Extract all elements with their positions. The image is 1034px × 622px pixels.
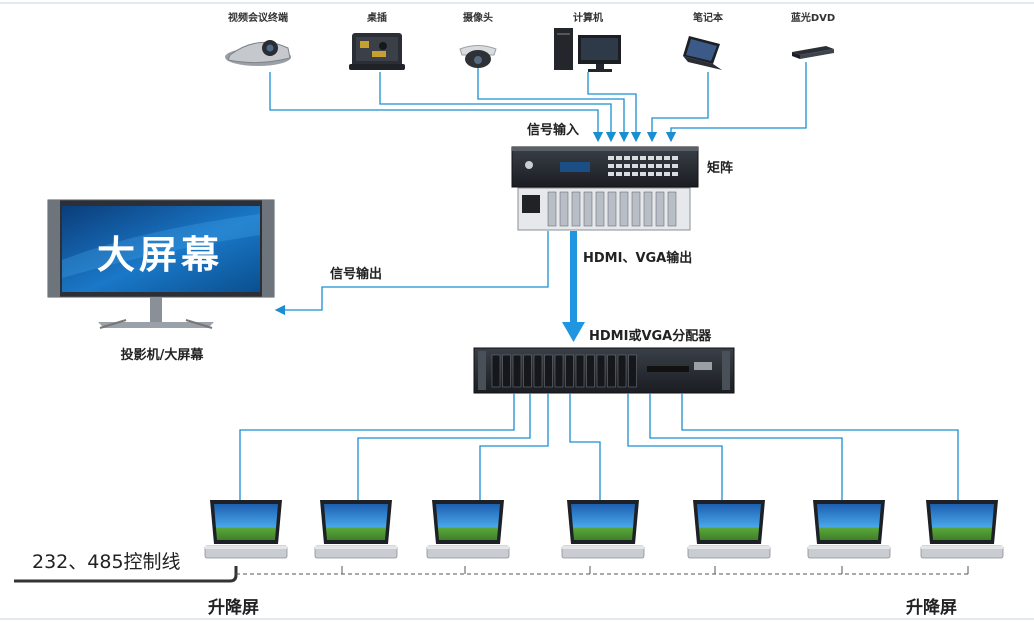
splitter-label: HDMI或VGA分配器 <box>589 328 712 344</box>
desktop-computer-icon <box>554 28 621 72</box>
drive-bay <box>523 354 532 388</box>
projector-caption: 投影机/大屏幕 <box>121 347 205 363</box>
drive-bay <box>617 354 627 388</box>
device-label: 计算机 <box>573 11 603 24</box>
lift-screen <box>687 500 771 559</box>
dvd-player-icon <box>792 46 834 59</box>
drive-bay <box>491 354 501 388</box>
hdmi-vga-output-arrow <box>562 231 585 342</box>
hdmi-vga-output-label: HDMI、VGA输出 <box>583 250 692 266</box>
lift-screen-label-right: 升降屏 <box>906 597 957 618</box>
lift-screen <box>920 500 1004 559</box>
drive-bay <box>502 354 511 388</box>
drive-bay <box>565 354 574 388</box>
device-label: 视频会议终端 <box>228 11 288 24</box>
drive-bay <box>586 354 595 388</box>
device-label: 蓝光DVD <box>791 11 835 24</box>
matrix-label: 矩阵 <box>706 160 733 176</box>
signal-output-label: 信号输出 <box>330 266 382 282</box>
drive-bay <box>554 354 564 388</box>
drive-bay <box>607 354 616 388</box>
drive-bay <box>512 354 522 388</box>
distribution-lines <box>239 393 959 500</box>
big-screen-text: 大屏幕 <box>97 233 223 277</box>
signal-input-label: 信号输入 <box>527 122 579 138</box>
matrix-device <box>511 146 699 231</box>
laptop-icon <box>683 36 722 70</box>
drive-bay <box>544 354 553 388</box>
control-line <box>14 566 238 583</box>
device-labels: 视频会议终端 桌插 摄像头 计算机 笔记本 蓝光DVD <box>228 11 835 24</box>
splitter-device <box>473 347 735 394</box>
drive-bay <box>533 354 543 388</box>
signal-output-line <box>274 231 549 316</box>
dome-camera-icon <box>459 45 497 68</box>
video-conference-terminal-icon <box>225 40 291 66</box>
lift-screen <box>561 500 645 559</box>
lift-screen <box>314 500 398 559</box>
drive-bay <box>628 354 637 388</box>
device-label: 摄像头 <box>463 11 493 24</box>
input-lines <box>269 62 807 143</box>
control-dashed-drops <box>341 566 969 574</box>
control-line-label: 232、485控制线 <box>32 551 181 573</box>
lift-screen <box>807 500 891 559</box>
lift-screen-label-left: 升降屏 <box>208 597 259 618</box>
desk-socket-icon <box>349 33 405 70</box>
drive-bay <box>575 354 585 388</box>
lift-screen <box>426 500 510 559</box>
big-screen-display <box>47 199 275 329</box>
device-label: 桌插 <box>366 11 387 24</box>
drive-bay <box>596 354 606 388</box>
device-label: 笔记本 <box>693 11 724 24</box>
lift-screen <box>204 500 288 559</box>
